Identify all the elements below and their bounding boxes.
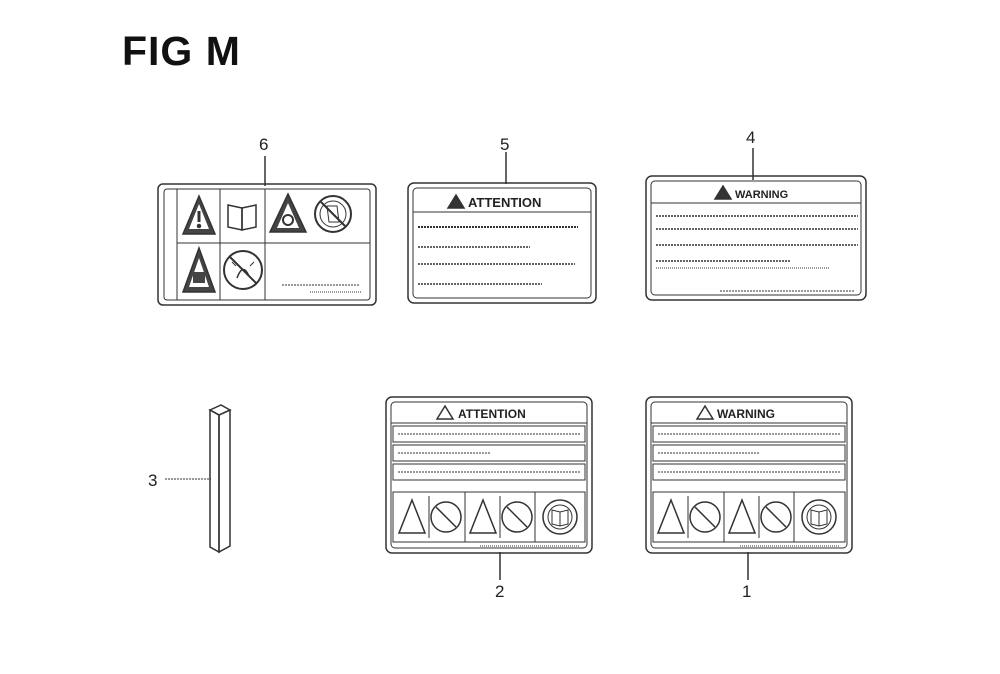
no-entry-icon-3 [689, 501, 721, 533]
no-fire-icon [223, 250, 263, 290]
reflector-top-face [208, 404, 232, 416]
label-4-heading: WARNING [735, 189, 788, 201]
label-6-outline [157, 183, 377, 306]
callout-2: 2 [495, 582, 505, 601]
hazard-triangle-icon-4 [727, 497, 757, 534]
hazard-triangle-icon [397, 497, 427, 534]
attention-outline-triangle-icon [435, 404, 455, 420]
label-part-6 [157, 156, 377, 306]
callout-1: 1 [742, 582, 752, 601]
label-part-5 [407, 152, 597, 304]
prohibition-icon [314, 195, 352, 233]
label-6-inner [163, 188, 371, 301]
read-manual-icon-2 [801, 499, 837, 535]
hazard-triangle-icon-2 [468, 497, 498, 534]
no-entry-icon-2 [501, 501, 533, 533]
label-5-heading: ATTENTION [468, 195, 541, 210]
callout-3: 3 [148, 471, 158, 490]
read-manual-icon [542, 499, 578, 535]
reflector-part-3 [165, 404, 232, 554]
warning-small-triangle-icon [713, 184, 733, 200]
reflector-right-face [218, 408, 231, 554]
label-part-2 [385, 396, 593, 580]
manual-book-icon [227, 204, 257, 231]
label-5-outline [407, 182, 597, 304]
label-1-outline [645, 396, 853, 554]
label-2-heading: ATTENTION [458, 407, 526, 421]
warning-outline-triangle-icon [695, 404, 715, 420]
callout-5: 5 [500, 135, 510, 154]
callout-4: 4 [746, 128, 756, 147]
attention-triangle-icon [446, 193, 466, 209]
reflector-left-face [209, 408, 220, 554]
label-2-outline [385, 396, 593, 554]
label-part-1 [645, 396, 853, 580]
label-1-heading: WARNING [717, 407, 775, 421]
no-entry-icon-4 [760, 501, 792, 533]
no-entry-icon [430, 501, 462, 533]
figure-title: FIG M [122, 28, 241, 74]
label-part-4 [645, 148, 867, 301]
callout-6: 6 [259, 135, 269, 154]
label-4-outline [645, 175, 867, 301]
hazard-triangle-icon-3 [656, 497, 686, 534]
